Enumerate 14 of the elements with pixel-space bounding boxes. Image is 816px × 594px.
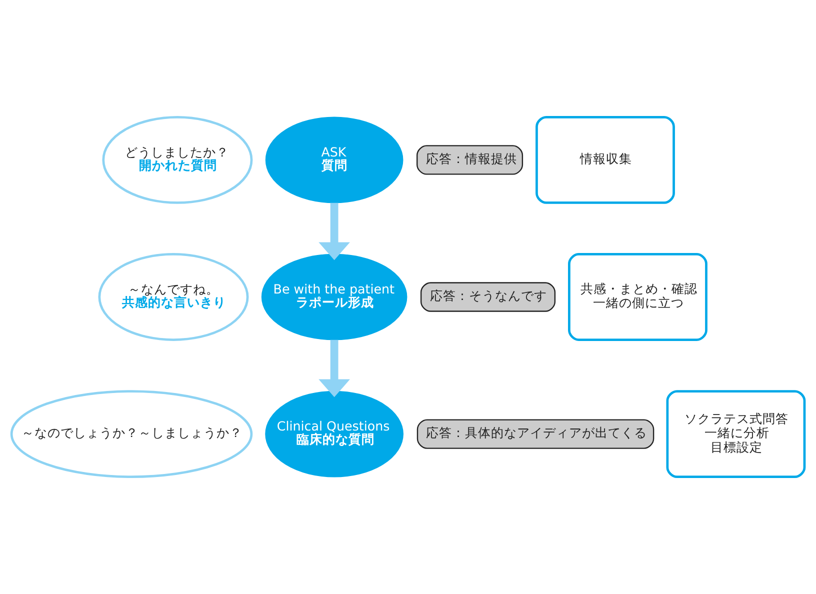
node-box: 共感・まとめ・確認 一緒の側に立つ xyxy=(568,253,708,341)
node-box: ソクラテス式問答 一緒に分析 目標設定 xyxy=(666,390,806,478)
arrow xyxy=(318,340,350,398)
node-box: 情報収集 xyxy=(536,116,675,204)
node-ellipse: どうしましたか？ 開かれた質問 xyxy=(102,116,253,204)
node-ellipse: ～なんですね。 共感的な言いきり xyxy=(98,253,249,341)
node-ellipse: Be with the patient ラポール形成 xyxy=(261,254,408,340)
node-box: 応答：情報提供 xyxy=(416,145,524,175)
node-box: 応答：具体的なアイディアが出てくる xyxy=(416,419,654,449)
node-ellipse: Clinical Questions 臨床的な質問 xyxy=(265,390,404,478)
node-box: 応答：そうなんです xyxy=(420,282,556,312)
arrow xyxy=(318,202,350,260)
node-ellipse: ASK 質問 xyxy=(265,116,404,204)
node-ellipse: ～なのでしょうか？～しましょうか？ xyxy=(10,390,253,478)
